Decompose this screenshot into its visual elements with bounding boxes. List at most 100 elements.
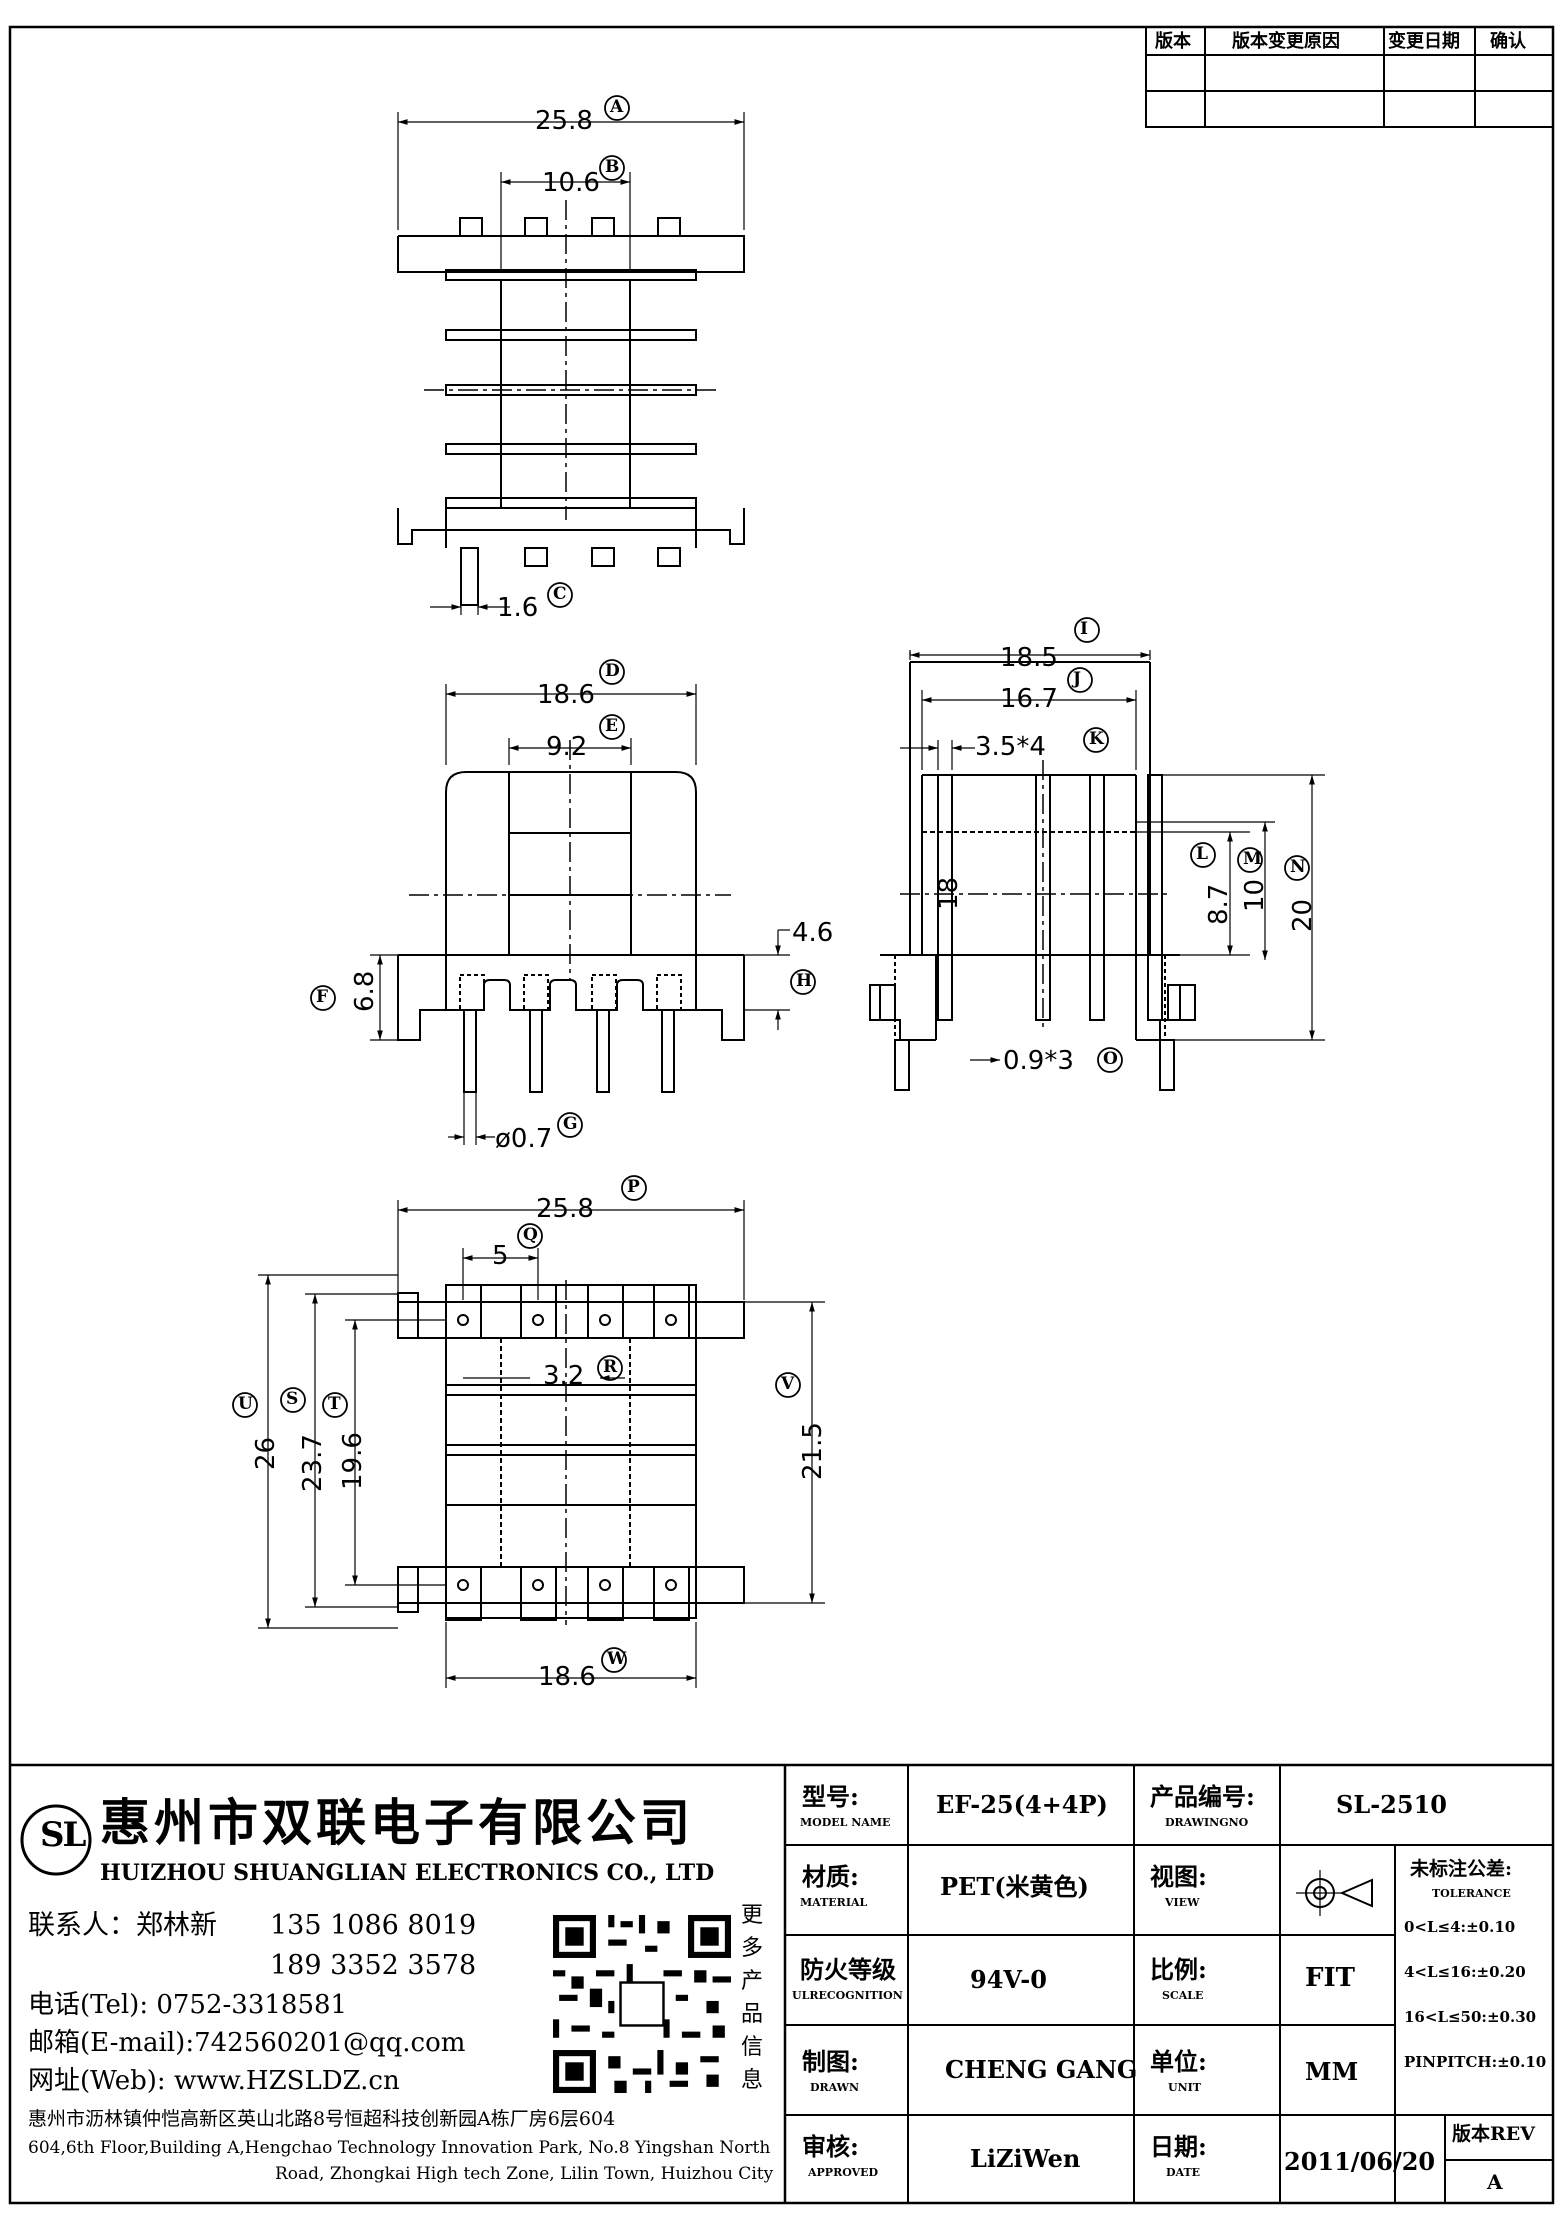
scale-label: 比例: (1150, 1955, 1207, 1984)
dim-P: 25.8 (536, 1194, 594, 1224)
scale-label-en: SCALE (1162, 1989, 1204, 2002)
unit-label: 单位: (1150, 2047, 1207, 2076)
title-block-grid (10, 1763, 1553, 2203)
dim-tag-circle-f (310, 985, 336, 1011)
approved-value: LiZiWen (970, 2144, 1081, 2173)
view-label-en: VIEW (1165, 1896, 1200, 1909)
revision-table-grid (1145, 26, 1554, 128)
dim-tag-l: L (1196, 844, 1208, 864)
dim-tag-circle-n (1284, 855, 1310, 881)
front-view (370, 684, 790, 1145)
dim-J: 16.7 (1000, 684, 1058, 714)
dim-tag-circle-o (1097, 1047, 1123, 1073)
dim-tag-circle-c (547, 582, 573, 608)
qr-caption-char: 信 (741, 2035, 764, 2060)
tolerance-line: 16<L≤50:±0.30 (1404, 2008, 1537, 2026)
dim-S: 23.7 (298, 1434, 328, 1492)
rev-label: 版本REV (1452, 2123, 1536, 2145)
projection-symbol (1296, 1870, 1373, 1916)
scale-value: FIT (1305, 1963, 1355, 1993)
qr-code (553, 1915, 731, 2093)
dim-C: 1.6 (497, 593, 539, 623)
tolerance-line: 0<L≤4:±0.10 (1404, 1918, 1516, 1936)
unit-label-en: UNIT (1168, 2081, 1201, 2094)
qr-caption-char: 多 (741, 1936, 764, 1961)
dim-tag-circle-q (517, 1223, 543, 1249)
dim-tag-circle-v (775, 1372, 801, 1398)
contact-phone-1: 135 1086 8019 (270, 1910, 477, 1941)
material-label-en: MATERIAL (800, 1896, 868, 1909)
rev-col-reason: 版本变更原因 (1232, 31, 1340, 52)
company-logo (20, 1804, 92, 1876)
dim-tag-circle-k (1083, 727, 1109, 753)
dim-tag-w: W (607, 1649, 627, 1669)
dim-tag-circle-h (790, 969, 816, 995)
model-label-en: MODEL NAME (800, 1816, 891, 1829)
bottom-view (258, 1200, 825, 1688)
dim-tag-u: U (238, 1394, 253, 1414)
qr-caption-char: 产 (741, 1969, 764, 1994)
contact-person: 联系人：郑林新 (28, 1910, 217, 1941)
view-label: 视图: (1150, 1862, 1207, 1891)
tolerance-label-en: TOLERANCE (1432, 1887, 1511, 1900)
dim-W: 18.6 (538, 1662, 596, 1692)
contact-web: 网址(Web): www.HZSLDZ.cn (28, 2066, 400, 2096)
dim-L: 8.7 (1204, 883, 1234, 925)
dim-I: 18.5 (1000, 643, 1058, 673)
dim-T: 19.6 (338, 1432, 368, 1490)
fire-value: 94V-0 (970, 1965, 1047, 1994)
dim-U: 26 (251, 1436, 281, 1470)
contact-email: 邮箱(E-mail):742560201@qq.com (28, 2028, 466, 2058)
dim-tag-g: G (563, 1114, 578, 1134)
date-label-en: DATE (1166, 2166, 1201, 2179)
dim-tag-e: E (605, 716, 618, 736)
dim-18: 18 (934, 876, 964, 910)
dim-N: 20 (1288, 898, 1318, 932)
dim-tag-f: F (316, 987, 329, 1007)
dim-tag-circle-s (280, 1387, 306, 1413)
dim-tag-p: P (627, 1177, 640, 1197)
dim-tag-t: T (328, 1394, 341, 1414)
dim-tag-d: D (605, 661, 620, 681)
drawing-no-label-en: DRAWINGNO (1165, 1816, 1249, 1829)
material-value: PET(米黄色) (940, 1872, 1089, 1901)
dim-tag-r: R (603, 1357, 618, 1377)
drawn-value: CHENG GANG (945, 2055, 1138, 2084)
rev-col-confirm: 确认 (1490, 31, 1526, 52)
dim-tag-q: Q (523, 1225, 538, 1245)
dim-tag-circle-l (1190, 842, 1216, 868)
dim-K: 3.5*4 (975, 732, 1046, 762)
dim-tag-circle-m (1237, 847, 1263, 873)
dim-tag-circle-p (621, 1175, 647, 1201)
dim-R: 3.2 (543, 1361, 585, 1391)
address-en-1: 604,6th Floor,Building A,Hengchao Techno… (28, 2138, 771, 2158)
dim-tag-circle-g (557, 1112, 583, 1138)
dim-tag-s: S (286, 1389, 299, 1409)
drawn-label-en: DRAWN (810, 2081, 860, 2094)
tolerance-line: 4<L≤16:±0.20 (1404, 1963, 1526, 1981)
dim-O: 0.9*3 (1003, 1046, 1074, 1076)
dim-tag-circle-a (604, 95, 630, 121)
qr-caption-char: 品 (741, 2002, 764, 2027)
material-label: 材质: (802, 1862, 859, 1891)
sheet-border (8, 25, 1555, 2205)
dim-tag-h: H (796, 971, 813, 991)
dim-tag-circle-u (232, 1392, 258, 1418)
dim-tag-n: N (1290, 857, 1306, 877)
dim-tag-c: C (553, 584, 567, 604)
dim-G: ø0.7 (495, 1124, 553, 1154)
dim-B: 10.6 (542, 168, 600, 198)
tolerance-line: PINPITCH:±0.10 (1404, 2053, 1547, 2071)
model-value: EF-25(4+4P) (936, 1790, 1108, 1819)
fire-label-en: ULRECOGNITION (792, 1989, 903, 2002)
unit-value: MM (1305, 2057, 1359, 2086)
drawing-no-label: 产品编号: (1150, 1782, 1255, 1811)
dim-tag-circle-e (599, 714, 625, 740)
approved-label-en: APPROVED (808, 2166, 879, 2179)
address-en-2: Road, Zhongkai High tech Zone, Lilin Tow… (275, 2164, 774, 2184)
dim-tag-circle-w (601, 1647, 627, 1673)
rev-col-date: 变更日期 (1388, 31, 1460, 52)
dim-V: 21.5 (798, 1422, 828, 1480)
contact-phone-2: 189 3352 3578 (270, 1950, 477, 1981)
